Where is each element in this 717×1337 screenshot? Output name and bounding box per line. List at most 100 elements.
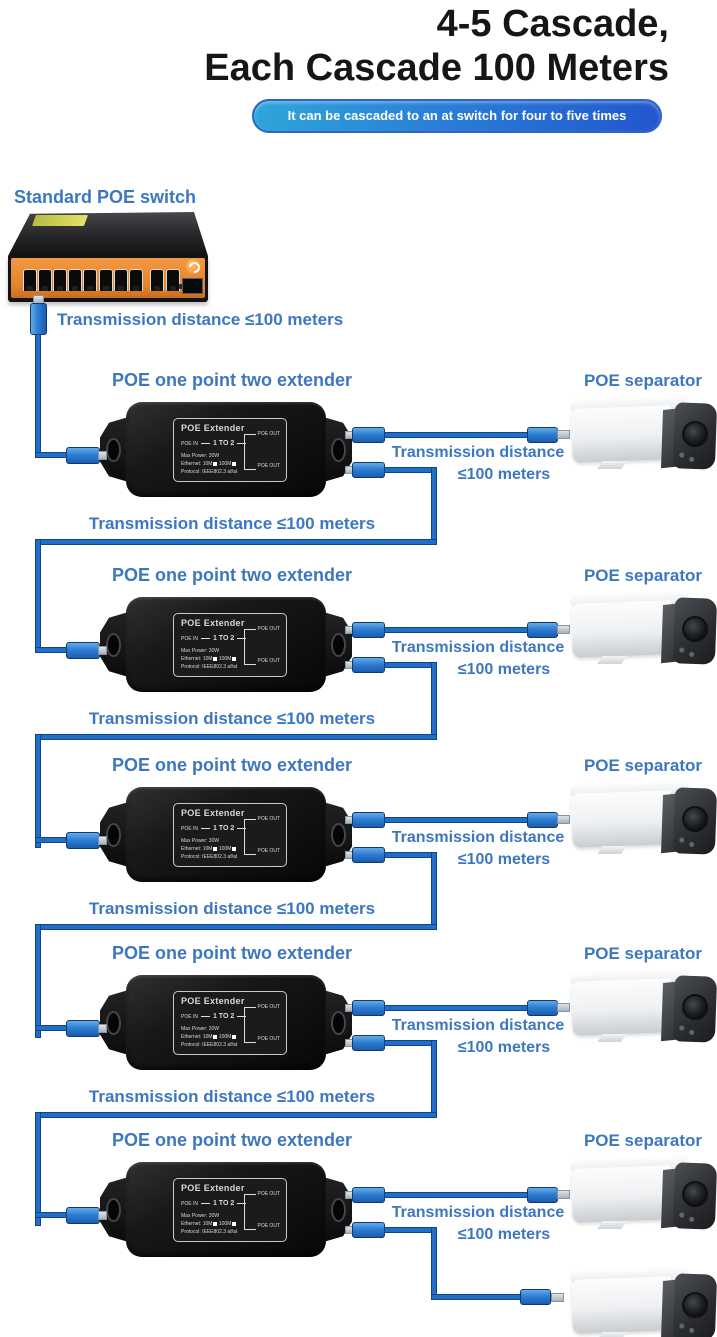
plate-eth-100: 100M [218, 846, 232, 852]
plate-protocol: Protocol: IEEE802.3 af/at [181, 1042, 238, 1048]
extender-label-plate: POE Extender POE IN 1 TO 2 POE OUT POE O… [173, 1178, 287, 1242]
camera-lens [681, 615, 709, 643]
plate-ratio: 1 TO 2 [212, 825, 235, 832]
ethernet-wire [35, 734, 41, 848]
plate-ethernet-label: Ethernet: [181, 846, 202, 852]
checkbox-icon [213, 1034, 218, 1039]
camera-mount [597, 461, 627, 469]
camera-image [569, 1154, 717, 1233]
switch-transmission-note: Transmission distance ≤100 meters [57, 310, 344, 329]
ethernet-wire [35, 1212, 70, 1218]
camera-image [569, 394, 717, 473]
plate-poe-out-bottom: POE OUT [257, 848, 280, 854]
camera-image [569, 779, 717, 858]
plate-ethernet: Ethernet: 10M 100M [181, 656, 237, 662]
rj45-connector [352, 427, 385, 443]
plate-in-row: POE IN 1 TO 2 [181, 825, 247, 832]
rj45-connector [352, 847, 385, 863]
camera-pigtail-tip [557, 430, 570, 439]
checkbox-icon [232, 846, 237, 851]
ethernet-wire [384, 852, 437, 858]
plate-bracket [244, 1007, 256, 1043]
rj45-port [38, 269, 53, 291]
ir-led [679, 1212, 685, 1218]
plate-poe-in: POE IN [181, 1200, 198, 1207]
ir-led [689, 1216, 695, 1222]
plate-ethernet: Ethernet: 10M 100M [181, 461, 237, 467]
page-title: 4-5 Cascade, Each Cascade 100 Meters [204, 2, 669, 90]
rj45-port [83, 269, 98, 291]
camera-note-line2: ≤100 meters [457, 851, 551, 868]
rj45-plug-tip [98, 836, 107, 845]
camera-pigtail-tip [557, 625, 570, 634]
camera-pigtail-tip [557, 1003, 570, 1012]
cascade-note: Transmission distance ≤100 meters [88, 709, 376, 728]
camera-head [672, 597, 717, 665]
camera-note-line1: Transmission distance [391, 829, 565, 846]
plate-line [200, 1016, 210, 1017]
rj45-port [68, 269, 83, 291]
plate-max-power: Max Power: 30W [181, 453, 220, 459]
rj45-port [113, 269, 128, 291]
checkbox-icon [213, 461, 218, 466]
plate-bracket [244, 1194, 256, 1230]
cascade-banner: It can be cascaded to an at switch for f… [252, 99, 662, 133]
ir-led [679, 452, 685, 458]
rj45-port [128, 269, 143, 291]
checkbox-icon [213, 656, 218, 661]
checkbox-icon [213, 1221, 218, 1226]
ethernet-wire [35, 1112, 437, 1118]
plate-in-row: POE IN 1 TO 2 [181, 440, 247, 447]
extender-label: POE one point two extender [111, 755, 353, 775]
cascade-section: POE one point two extender POE separator… [0, 565, 717, 848]
camera-mount [597, 846, 627, 854]
extender-label: POE one point two extender [111, 565, 353, 585]
plate-line [200, 443, 210, 444]
camera-pigtail-tip [557, 815, 570, 824]
plate-title: POE Extender [181, 808, 245, 818]
cascade-section: POE one point two extender POE separator… [0, 1130, 717, 1337]
sfp-port [182, 278, 203, 294]
plate-poe-out-top: POE OUT [257, 626, 280, 632]
rj45-connector [352, 1222, 385, 1238]
camera-head [672, 787, 717, 855]
ethernet-wire [35, 647, 70, 653]
plate-bracket [244, 434, 256, 470]
plate-max-power: Max Power: 30W [181, 838, 220, 844]
camera-lens [681, 1291, 709, 1319]
ir-led [689, 456, 695, 462]
ethernet-wire [431, 1040, 437, 1118]
camera-body [571, 790, 673, 848]
plate-title: POE Extender [181, 423, 245, 433]
ethernet-wire [35, 539, 437, 545]
rj45-connector [66, 1020, 100, 1037]
ethernet-wire [384, 1192, 528, 1198]
camera-lens [681, 805, 709, 833]
ethernet-wire [384, 1005, 528, 1011]
plate-ethernet-label: Ethernet: [181, 461, 202, 467]
plate-bracket [244, 819, 256, 855]
plate-poe-out-bottom: POE OUT [257, 658, 280, 664]
ethernet-wire [384, 467, 437, 473]
rj45-connector [352, 622, 385, 638]
camera-image [569, 967, 717, 1046]
separator-label: POE separator [583, 1131, 703, 1150]
mounting-hole [331, 1010, 346, 1035]
cascade-note: Transmission distance ≤100 meters [88, 899, 376, 918]
plate-protocol: Protocol: IEEE802.3 af/at [181, 664, 238, 670]
ethernet-wire [431, 662, 437, 740]
rj45-connector [352, 1000, 385, 1016]
camera-note-line2: ≤100 meters [457, 661, 551, 678]
ethernet-wire [35, 837, 70, 843]
camera-head [672, 1162, 717, 1230]
plate-poe-out-top: POE OUT [257, 816, 280, 822]
mounting-hole [106, 1197, 121, 1222]
plate-ratio: 1 TO 2 [212, 635, 235, 642]
cascade-note: Transmission distance ≤100 meters [88, 514, 376, 533]
mounting-hole [331, 822, 346, 847]
rj45-connector [352, 462, 385, 478]
ethernet-wire [431, 467, 437, 545]
plate-ethernet: Ethernet: 10M 100M [181, 1034, 237, 1040]
camera-head [672, 1273, 717, 1337]
ethernet-wire [384, 817, 528, 823]
